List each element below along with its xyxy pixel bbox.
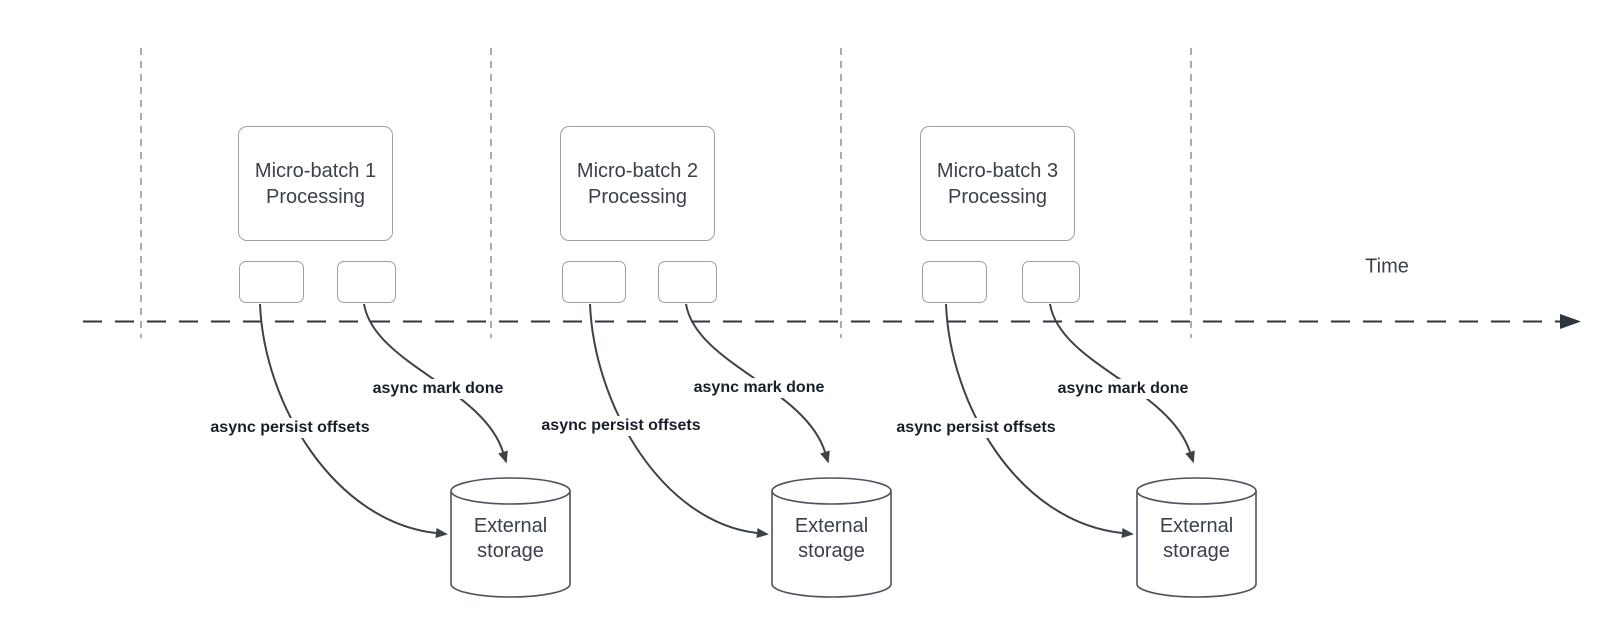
async-done-task-box-1: [337, 261, 396, 303]
async-persist-task-box-3: [922, 261, 987, 303]
micro-batch-2-label: Micro-batch 2 Processing: [576, 159, 699, 208]
external-storage-label-2: External storage: [794, 515, 869, 562]
storage-cylinder-shape-1: [450, 477, 571, 598]
micro-batch-1-box: Micro-batch 1 Processing: [238, 126, 393, 241]
micro-batch-2-box: Micro-batch 2 Processing: [560, 126, 715, 241]
mark-done-arrow-3: [1049, 303, 1195, 464]
persist-offsets-arrow-3: [945, 303, 1134, 538]
async-persist-task-box-1: [239, 261, 304, 303]
micro-batch-3-box: Micro-batch 3 Processing: [920, 126, 1075, 241]
mark-done-arrow-2: [685, 303, 830, 464]
persist-offsets-arrow-2: [589, 303, 769, 538]
persist-offsets-label-1: async persist offsets: [207, 418, 373, 438]
external-storage-label-1: External storage: [473, 515, 548, 562]
external-storage-label-3: External storage: [1159, 515, 1234, 562]
mark-done-arrow-1: [363, 303, 508, 464]
async-done-task-box-3: [1022, 261, 1080, 303]
mark-done-label-1: async mark done: [369, 379, 507, 399]
micro-batch-3-label: Micro-batch 3 Processing: [936, 159, 1059, 208]
async-done-task-box-2: [658, 261, 717, 303]
persist-offsets-label-3: async persist offsets: [893, 418, 1059, 438]
persist-offsets-label-2: async persist offsets: [538, 416, 704, 436]
mark-done-label-3: async mark done: [1054, 379, 1192, 399]
guide-lines: [140, 48, 1192, 338]
mark-done-label-2: async mark done: [690, 378, 828, 398]
persist-offsets-arrow-1: [259, 303, 448, 538]
storage-cylinder-shape-2: [771, 477, 892, 598]
storage-cylinders: [450, 477, 1257, 598]
time-axis-arrowhead-icon: [1560, 314, 1581, 329]
async-persist-task-box-2: [562, 261, 626, 303]
time-axis-label: Time: [1365, 255, 1409, 278]
storage-cylinder-shape-3: [1136, 477, 1257, 598]
async-arrows: [259, 303, 1195, 538]
micro-batch-1-label: Micro-batch 1 Processing: [254, 159, 377, 208]
